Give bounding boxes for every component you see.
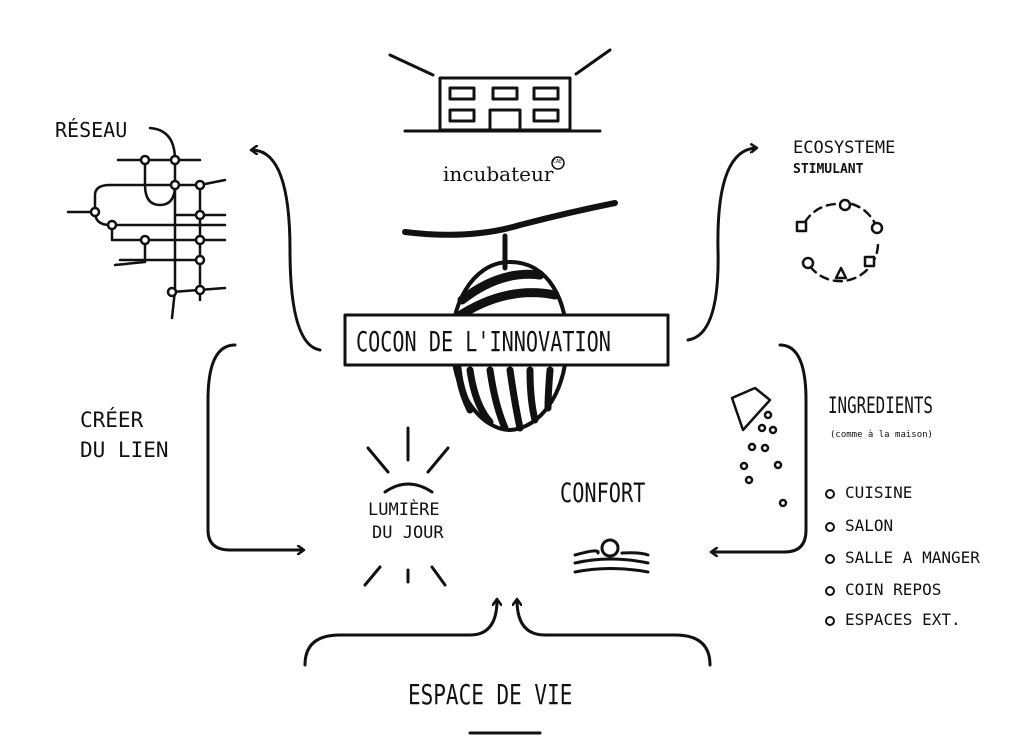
network-label: RÉSEAU xyxy=(55,118,128,142)
arrow-to-network xyxy=(252,150,322,352)
bullet-icon xyxy=(825,521,835,532)
ingredient-item: COIN REPOS xyxy=(825,580,941,599)
ecosystem-icon xyxy=(795,198,884,283)
living-space-label: ESPACE DE VIE xyxy=(408,678,573,711)
ingredient-item: SALLE A MANGER xyxy=(825,548,980,567)
arrow-link-to-light xyxy=(206,343,303,550)
building-icon xyxy=(388,48,612,170)
arrow-to-ecosystem xyxy=(686,148,756,342)
link-label-1: CRÉER xyxy=(80,408,144,432)
salt-shaker-icon xyxy=(730,386,788,508)
ecosystem-label-2: STIMULANT xyxy=(793,162,864,177)
sun-label-1: LUMIÈRE xyxy=(368,500,440,520)
ingredient-item: ESPACES EXT. xyxy=(825,610,961,629)
bullet-icon xyxy=(825,488,835,499)
link-label-2: DU LIEN xyxy=(80,438,169,462)
bullet-icon xyxy=(825,553,835,564)
arrow-ingredients-to-comfort xyxy=(712,343,808,552)
comfort-wave-icon xyxy=(573,538,650,574)
bullet-icon xyxy=(825,615,835,626)
incubator-label: incubateur xyxy=(443,162,554,186)
comfort-label: CONFORT xyxy=(560,478,646,509)
cocoon-icon xyxy=(402,200,618,432)
ingredient-item: SALON xyxy=(825,516,893,535)
ingredients-subtitle: (comme à la maison) xyxy=(830,430,933,440)
bottom-brace xyxy=(303,600,712,735)
bullet-icon xyxy=(825,585,835,596)
network-icon xyxy=(66,126,227,320)
ecosystem-label-1: ECOSYSTEME xyxy=(793,138,896,158)
sun-label-2: DU JOUR xyxy=(372,523,444,543)
sun-icon xyxy=(363,426,450,587)
ingredient-item: CUISINE xyxy=(825,483,912,502)
ingredients-title: INGREDIENTS xyxy=(828,394,933,419)
center-title: COCON DE L'INNOVATION xyxy=(356,325,611,358)
incubator-badge: CAE xyxy=(553,159,563,165)
title-box xyxy=(343,313,670,367)
